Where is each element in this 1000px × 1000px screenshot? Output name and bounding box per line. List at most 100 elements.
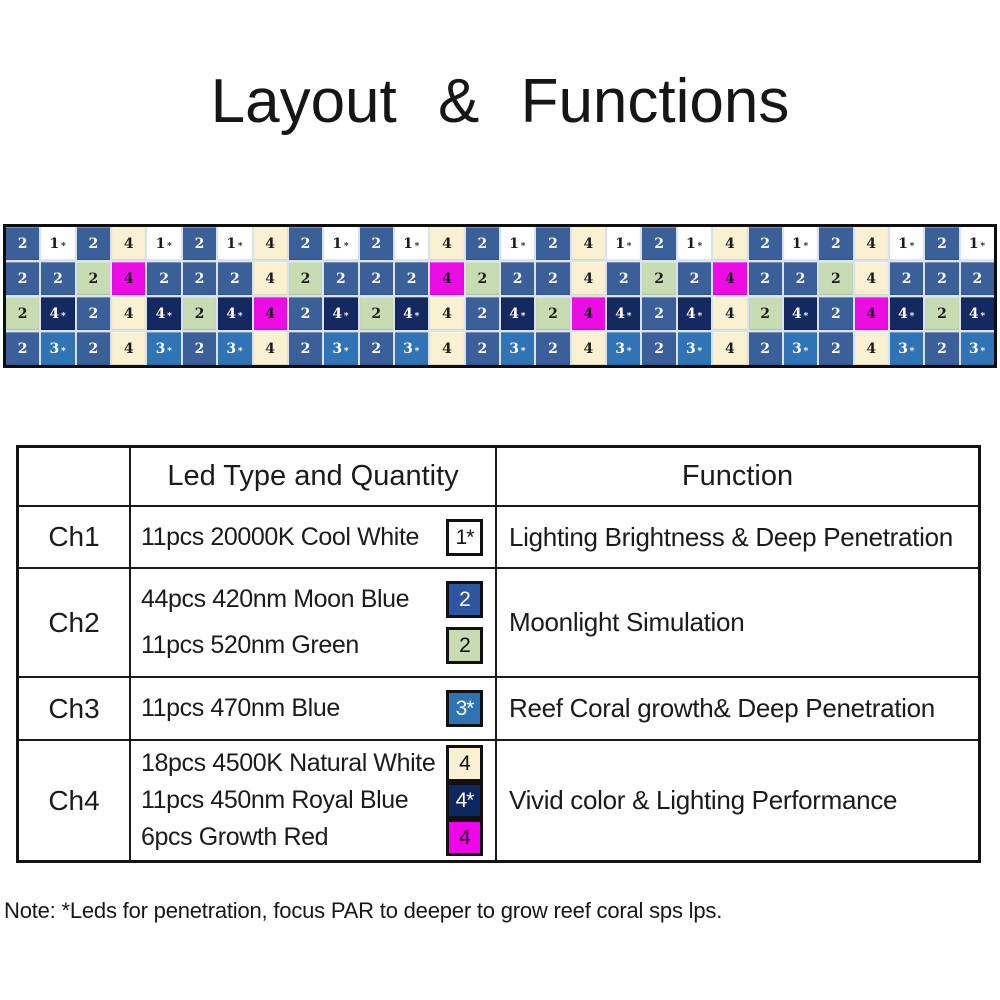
led-cell: 2 [6,227,40,260]
led-cell: 3∗ [677,332,712,365]
led-cell: 2 [748,297,782,330]
led-cell: 2 [925,332,959,365]
led-description: 6pcs Growth Red [141,823,329,851]
channel-label: Ch3 [19,678,131,741]
led-cell: 2 [359,332,393,365]
led-description: 18pcs 4500K Natural White [141,749,436,777]
led-color-swatch: 4 [446,745,483,782]
led-cell: 2 [925,297,959,330]
led-cell: 2 [41,262,75,295]
led-cell: 2 [359,297,393,330]
led-cell: 2 [607,262,641,295]
function-cell: Reef Coral growth& Deep Penetration [497,678,978,741]
led-cell: 3∗ [607,332,641,365]
led-cell: 2 [394,262,429,295]
led-cell: 2 [6,297,40,330]
led-cell: 2 [324,262,358,295]
led-cell: 2 [76,297,111,330]
led-cell: 4 [854,332,888,365]
led-cell: 4∗ [677,297,712,330]
led-cell: 4 [854,262,888,295]
led-cell: 1∗ [677,227,712,260]
led-cell: 4∗ [501,297,535,330]
led-description: 44pcs 420nm Moon Blue [141,585,410,614]
led-cell: 4∗ [147,297,181,330]
led-color-swatch: 4* [446,782,483,819]
header-led-type: Led Type and Quantity [131,448,497,507]
led-cell: 2 [677,262,712,295]
led-cell: 2 [748,332,782,365]
led-cell: 3∗ [394,332,429,365]
led-color-swatch: 2 [446,581,483,619]
led-cell: 2 [889,262,924,295]
led-cell: 3∗ [218,332,252,365]
led-cell: 2 [819,332,853,365]
led-cell: 2 [76,262,111,295]
led-cell: 2 [465,227,499,260]
led-cell: 2 [925,227,959,260]
led-cell: 4 [430,297,464,330]
led-cell: 2 [218,262,252,295]
led-cell: 2 [288,227,323,260]
led-cell: 4 [713,297,747,330]
led-cell: 2 [359,262,393,295]
led-cell: 4∗ [783,297,818,330]
led-cell: 2 [536,262,570,295]
led-cell: 1∗ [783,227,818,260]
led-cell: 3∗ [147,332,181,365]
led-cell: 2 [642,297,676,330]
led-cell: 2 [288,262,323,295]
led-color-swatch: 3* [446,690,483,727]
led-cell: 4∗ [394,297,429,330]
led-cell: 2 [819,227,853,260]
led-cell: 1∗ [147,227,181,260]
led-cell: 2 [819,297,853,330]
led-cell: 4∗ [324,297,358,330]
led-cell: 4 [112,262,146,295]
led-cell: 4 [713,332,747,365]
channel-label: Ch2 [19,569,131,678]
led-cell: 1∗ [218,227,252,260]
led-cell: 2 [288,332,323,365]
led-cell: 4 [571,332,606,365]
led-cell: 4 [112,297,146,330]
footnote: Note: *Leds for penetration, focus PAR t… [4,898,723,923]
led-cell: 2 [960,262,994,295]
led-cell: 4 [430,332,464,365]
led-cell: 4 [253,332,287,365]
led-cell: 2 [465,332,499,365]
header-channel [19,448,131,507]
led-cell: 4 [430,227,464,260]
led-cell: 2 [182,262,217,295]
channel-label: Ch1 [19,507,131,569]
led-cell: 4 [253,227,287,260]
led-cell: 2 [288,297,323,330]
led-cell: 2 [6,262,40,295]
led-cell: 2 [182,332,217,365]
led-cell: 2 [501,262,535,295]
led-cell: 3∗ [889,332,924,365]
header-function: Function [497,448,978,507]
led-cell: 3∗ [960,332,994,365]
led-cell: 2 [76,332,111,365]
function-cell: Moonlight Simulation [497,569,978,678]
channel-label: Ch4 [19,741,131,860]
led-cell: 4 [571,297,606,330]
led-cell: 4 [713,227,747,260]
led-cell: 3∗ [501,332,535,365]
led-cell: 2 [783,262,818,295]
led-cell: 1∗ [324,227,358,260]
led-cell: 2 [748,262,782,295]
led-cell: 4∗ [889,297,924,330]
led-cell: 2 [147,262,181,295]
led-cell: 2 [359,227,393,260]
function-cell: Vivid color & Lighting Performance [509,785,898,815]
led-color-swatch: 2 [446,626,483,664]
